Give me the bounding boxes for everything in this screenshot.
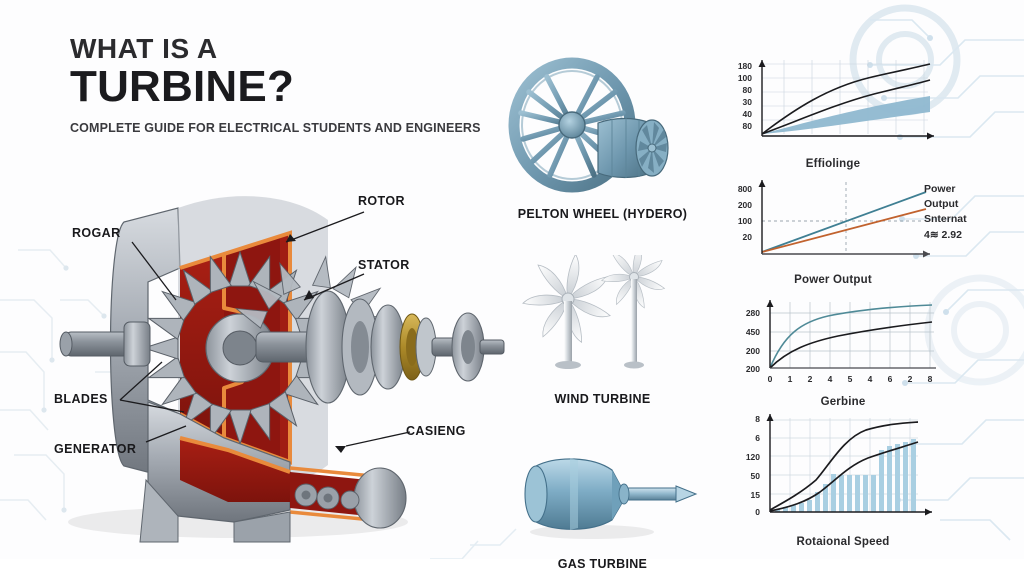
chart-efficiency-svg: 180 100 80 30 40 80 [738,60,934,140]
y-tick: 40 [743,109,753,119]
x-tick: 1 [788,374,793,384]
y-tick: 20 [743,232,753,242]
y-tick: 100 [738,73,752,83]
guide-lines [762,182,922,252]
y-tick: 200 [746,364,760,374]
chart-turbine-xlabel: Gerbine [820,396,866,408]
turbine-type-caption: GAS TURBINE [557,557,648,571]
y-axis-ticks: 180 100 80 30 40 80 [738,61,752,131]
series-lower-s-curve [769,441,919,512]
turbine-cutaway-diagram: ROTOR STATOR ROGAR BLADES GENERATOR CASI… [28,150,508,550]
leader-lines [119,211,411,447]
series-orange-line [761,208,927,253]
y-tick: 280 [746,308,760,318]
chart-turbine-svg: 280 450 200 200 0 1 2 4 [746,300,936,384]
pelton-wheel-icon [508,57,669,193]
series-upper-s-curve [769,421,919,511]
series-upper-curve [761,63,931,135]
y-axis-ticks: 8 6 120 50 15 0 [746,414,760,517]
headline-main: TURBINE? [70,62,295,112]
series-teal-curve [769,304,933,369]
headline-prefix: WHAT IS A [70,33,218,64]
y-tick: 0 [755,507,760,517]
chart-power-output-svg: 800 200 100 20 [738,180,930,258]
x-tick: 6 [888,374,893,384]
area-band [762,96,930,134]
turbine-type-gas: GAS TURBINE [500,440,705,571]
chart-rotational-speed: 8 6 120 50 15 0 [718,408,1018,548]
wind-turbine-icon [522,244,666,369]
y-tick: 15 [751,490,761,500]
x-tick: 4 [828,374,833,384]
y-tick: 120 [746,452,760,462]
bars [775,439,916,512]
series-lower-curve [761,79,931,135]
series-teal-line [761,191,927,253]
diagram-label-stator: STATOR [358,258,410,272]
chart-turbine: 280 450 200 200 0 1 2 4 [718,290,1018,408]
diagram-label-casieng: CASIENG [406,424,466,438]
x-axis-ticks: 0 1 2 4 5 4 6 2 8 [768,374,933,384]
diagram-label-rogar: ROGAR [72,226,121,240]
y-tick: 50 [751,471,761,481]
chart-power-output: 800 200 100 20 Power Output Power Output… [718,172,1018,286]
chart-power-output-annotation: Power Output Snternat 4≋ 2.92 [924,183,967,241]
x-tick: 4 [868,374,873,384]
chart-rotational-speed-xlabel: Rotaional Speed [796,536,890,548]
turbine-type-wind: WIND TURBINE [500,244,705,406]
series-black-curve [769,321,933,369]
chart-efficiency: 180 100 80 30 40 80 Effioli [718,52,1018,170]
y-tick: 8 [755,414,760,424]
y-axis-ticks: 800 200 100 20 [738,184,752,242]
chart-rotational-speed-svg: 8 6 120 50 15 0 [746,414,932,517]
y-tick: 100 [738,216,752,226]
diagram-label-generator: GENERATOR [54,442,137,456]
y-tick: 450 [746,327,760,337]
turbine-type-pelton: PELTON WHEEL (HYDERO) [500,55,705,221]
headline-subtitle: COMPLETE GUIDE FOR ELECTRICAL STUDENTS A… [70,121,481,136]
x-tick: 2 [908,374,913,384]
x-tick: 2 [808,374,813,384]
x-tick: 5 [848,374,853,384]
header-block: WHAT IS A TURBINE? COMPLETE GUIDE FOR EL… [70,33,530,136]
chart-efficiency-xlabel: Effiolinge [805,158,861,170]
chart-power-output-xlabel: Power Output [794,274,872,286]
y-tick: 800 [738,184,752,194]
gas-turbine-icon [524,458,698,539]
y-tick: 200 [738,200,752,210]
diagram-label-rotor: ROTOR [358,194,405,208]
diagram-label-blades: BLADES [54,392,108,406]
grid [770,302,934,368]
infographic-canvas: WHAT IS A TURBINE? COMPLETE GUIDE FOR EL… [0,4,1024,571]
y-tick: 80 [743,121,753,131]
turbine-types-column: PELTON WHEEL (HYDERO) [500,55,705,571]
turbine-type-caption: PELTON WHEEL (HYDERO) [517,207,688,221]
turbine-type-caption: WIND TURBINE [554,392,651,406]
turbine-cutaway-svg [59,196,505,543]
x-tick: 0 [768,374,773,384]
y-tick: 80 [743,85,753,95]
y-tick: 180 [738,61,752,71]
y-tick: 30 [743,97,753,107]
y-tick: 200 [746,346,760,356]
y-tick: 6 [755,433,760,443]
y-axis-ticks: 280 450 200 200 [746,308,760,374]
x-tick: 8 [928,374,933,384]
